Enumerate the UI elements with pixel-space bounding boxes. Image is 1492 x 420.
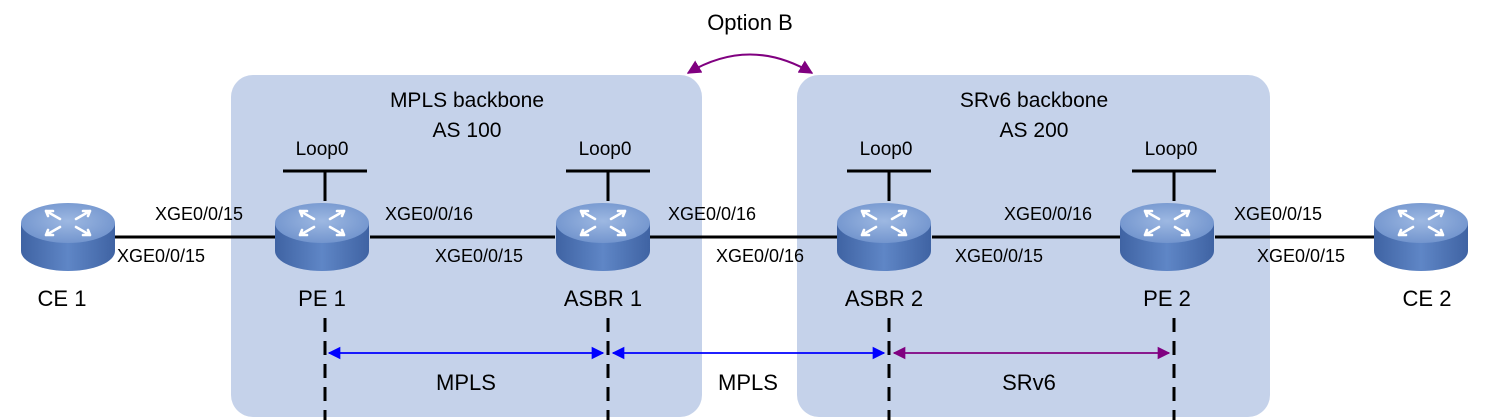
asbr2-loopback-label: Loop0 xyxy=(860,139,913,160)
asbr2-router-icon xyxy=(835,201,933,273)
interface-labels: XGE0/0/15 XGE0/0/15 XGE0/0/16 XGE0/0/15 … xyxy=(117,204,1345,266)
srv6-backbone-label: SRv6 backbone xyxy=(960,89,1108,112)
pe2-loopback-label: Loop0 xyxy=(1145,139,1198,160)
pe2-router-icon xyxy=(1118,201,1216,273)
segment-label-srv6: SRv6 xyxy=(1002,370,1056,395)
pe1-label: PE 1 xyxy=(298,286,346,311)
pe1-router-icon xyxy=(273,201,371,273)
mpls-as-label: AS 100 xyxy=(433,119,502,142)
pe2-label: PE 2 xyxy=(1143,286,1191,311)
asbr1-router-icon xyxy=(554,201,652,273)
segment-label-mpls-2: MPLS xyxy=(718,370,778,395)
mpls-backbone-label: MPLS backbone xyxy=(390,89,544,112)
asbr1-loopback-label: Loop0 xyxy=(579,139,632,160)
srv6-as-label: AS 200 xyxy=(1000,119,1069,142)
option-b-arc xyxy=(686,53,814,74)
pe2-if-to-asbr2: XGE0/0/16 xyxy=(1004,204,1092,224)
segment-label-mpls-1: MPLS xyxy=(436,370,496,395)
ce1-label: CE 1 xyxy=(38,286,87,311)
diagram-title: Option B xyxy=(707,10,793,35)
ce1-router-icon xyxy=(19,201,117,273)
mpls-backbone-area xyxy=(231,75,702,417)
ce1-if-to-pe1: XGE0/0/15 xyxy=(117,246,205,266)
ce2-label: CE 2 xyxy=(1403,286,1452,311)
pe2-if-to-ce2: XGE0/0/15 xyxy=(1234,204,1322,224)
srv6-backbone-area xyxy=(797,75,1270,417)
asbr2-label: ASBR 2 xyxy=(845,286,923,311)
ce2-if-to-pe2: XGE0/0/15 xyxy=(1257,246,1345,266)
pe1-loopback-label: Loop0 xyxy=(296,139,349,160)
loopbacks xyxy=(283,169,1216,201)
asbr1-if-to-asbr2: XGE0/0/16 xyxy=(668,204,756,224)
asbr1-if-to-pe1: XGE0/0/15 xyxy=(435,246,523,266)
segment-drop-lines xyxy=(323,318,1176,420)
asbr2-if-to-pe2: XGE0/0/15 xyxy=(955,246,1043,266)
ce2-router-icon xyxy=(1372,201,1470,273)
pe1-if-to-asbr1: XGE0/0/16 xyxy=(385,204,473,224)
pe1-if-to-ce1: XGE0/0/15 xyxy=(155,204,243,224)
asbr1-label: ASBR 1 xyxy=(564,286,642,311)
asbr2-if-to-asbr1: XGE0/0/16 xyxy=(716,246,804,266)
